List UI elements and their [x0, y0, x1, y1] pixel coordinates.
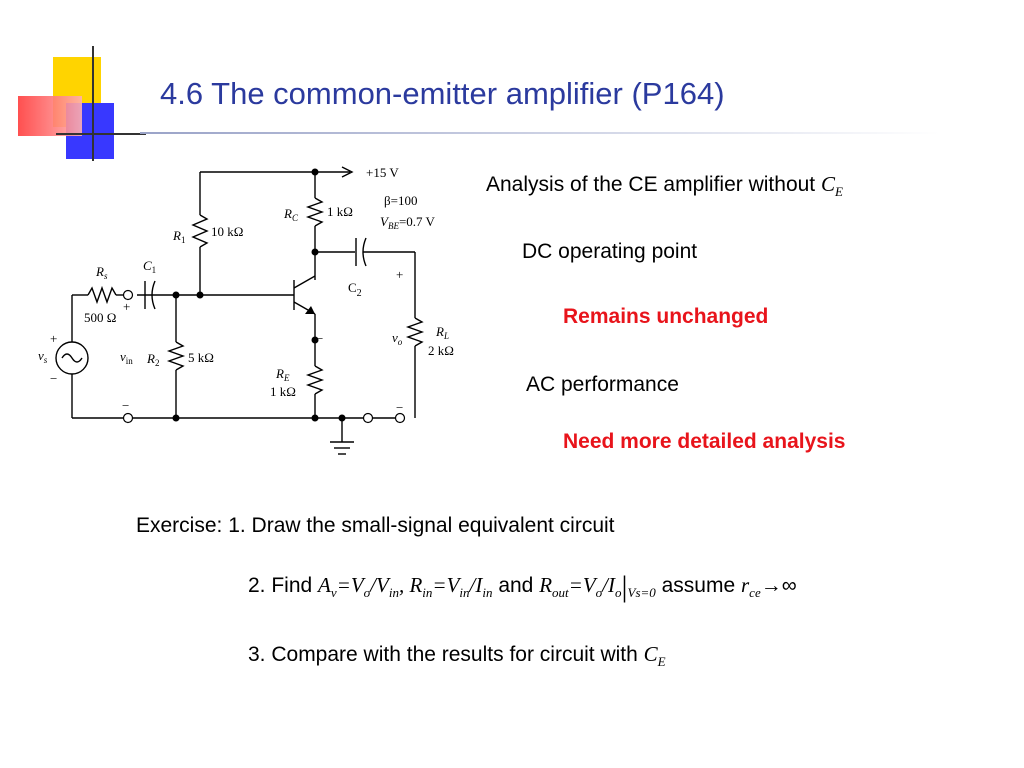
ac-performance: AC performance	[526, 373, 679, 396]
dc-operating-point: DC operating point	[522, 240, 698, 263]
r1-value: 10 kΩ	[211, 224, 243, 239]
slide-title: 4.6 The common-emitter amplifier (P164)	[160, 76, 725, 111]
corner-decoration-vline	[92, 46, 94, 161]
analysis-heading: Analysis of the CE amplifier without CE	[486, 172, 843, 200]
vbe-label: VBE=0.7 V	[380, 214, 436, 231]
vo-label: vo	[392, 330, 403, 347]
c2-plus: +	[396, 267, 403, 282]
title-underline	[140, 132, 940, 134]
rs-value: 500 Ω	[84, 310, 116, 325]
vin-label: vin	[120, 349, 133, 366]
circuit-diagram: +15 V β=100 VBE=0.7 V R1 10 kΩ RC 1 kΩ C…	[38, 165, 454, 455]
c2-label: C2	[348, 280, 362, 299]
vs-label: vs	[38, 348, 48, 365]
beta-label: β=100	[384, 193, 417, 208]
emitter-minus: −	[316, 331, 323, 346]
rs-label: Rs	[95, 264, 108, 281]
re-value: 1 kΩ	[270, 384, 296, 399]
exercise-line-1: Exercise: 1. Draw the small-signal equiv…	[136, 514, 615, 537]
ce-symbol: CE	[820, 172, 843, 200]
analysis-heading-text: Analysis of the CE amplifier without	[486, 173, 821, 196]
vs-minus: −	[50, 371, 57, 386]
supply-label: +15 V	[366, 165, 399, 180]
corner-decoration-red	[18, 96, 82, 136]
rl-label: RL	[435, 324, 449, 341]
rc-label: RC	[283, 206, 299, 223]
ac-result: Need more detailed analysis	[563, 430, 846, 453]
rc-value: 1 kΩ	[327, 204, 353, 219]
exercise-line-3: 3. Compare with the results for circuit …	[248, 642, 666, 670]
r1-label: R1	[172, 228, 185, 245]
vo-minus: −	[396, 400, 403, 415]
dc-result: Remains unchanged	[563, 305, 769, 328]
re-label: RE	[275, 366, 290, 383]
vs-plus: +	[50, 331, 57, 346]
exercise-line-2: 2. Find Av=Vo/Vin, Rin=Vin/Iin and Rout=…	[248, 570, 797, 603]
rl-value: 2 kΩ	[428, 343, 454, 358]
c1-plus: +	[123, 299, 130, 314]
c1-label: C1	[143, 258, 156, 275]
vin-minus: −	[122, 398, 129, 413]
r2-value: 5 kΩ	[188, 350, 214, 365]
corner-decoration-hline	[56, 133, 146, 135]
r2-label: R2	[146, 351, 159, 368]
